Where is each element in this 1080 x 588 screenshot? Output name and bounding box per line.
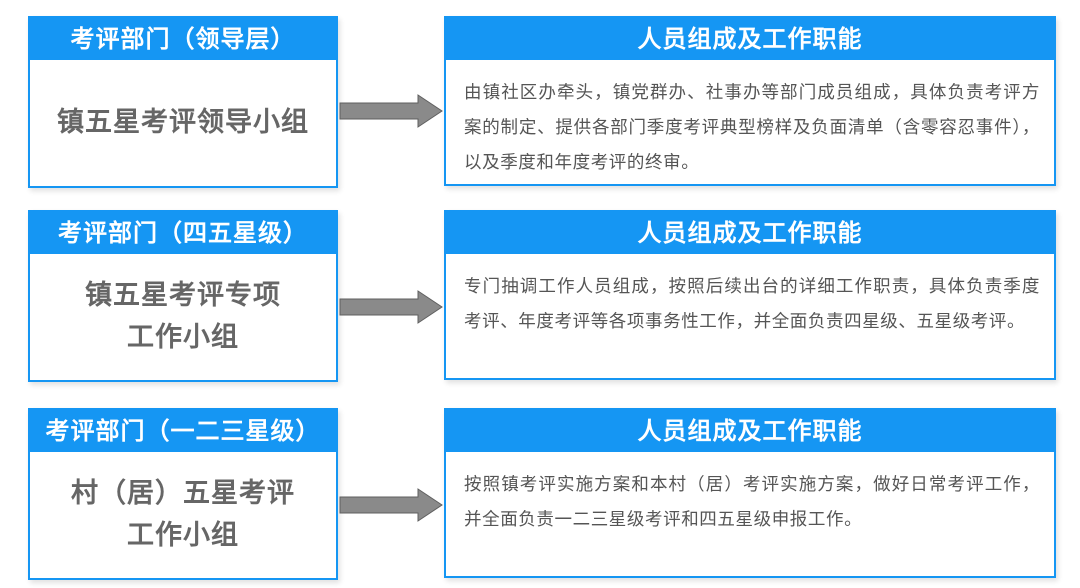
group-name: 镇五星考评专项 工作小组 xyxy=(85,280,281,353)
duty-box-one-two-three-star: 人员组成及工作职能 按照镇考评实施方案和本村（居）考评实施方案，做好日常考评工作… xyxy=(444,408,1056,578)
group-name-container: 镇五星考评专项 工作小组 xyxy=(30,254,336,380)
dept-label: 考评部门（一二三星级） xyxy=(30,410,336,452)
row-four-five-star: 考评部门（四五星级） 镇五星考评专项 工作小组 人员组成及工作职能 专门抽调工作… xyxy=(0,210,1080,390)
arrow-right-icon xyxy=(339,290,443,324)
duty-box-leadership: 人员组成及工作职能 由镇社区办牵头，镇党群办、社事办等部门成员组成，具体负责考评… xyxy=(444,16,1056,186)
dept-label: 考评部门（四五星级） xyxy=(30,212,336,254)
duty-title: 人员组成及工作职能 xyxy=(446,410,1054,452)
duty-text: 由镇社区办牵头，镇党群办、社事办等部门成员组成，具体负责考评方案的制定、提供各部… xyxy=(464,83,1040,173)
group-name-container: 镇五星考评领导小组 xyxy=(30,60,336,186)
duty-title: 人员组成及工作职能 xyxy=(446,212,1054,254)
dept-box-four-five-star: 考评部门（四五星级） 镇五星考评专项 工作小组 xyxy=(28,210,338,382)
group-name-container: 村（居）五星考评 工作小组 xyxy=(30,452,336,578)
group-name: 镇五星考评领导小组 xyxy=(57,107,309,138)
dept-box-one-two-three-star: 考评部门（一二三星级） 村（居）五星考评 工作小组 xyxy=(28,408,338,580)
duty-title: 人员组成及工作职能 xyxy=(446,18,1054,60)
duty-text: 专门抽调工作人员组成，按照后续出台的详细工作职责，具体负责季度考评、年度考评等各… xyxy=(464,277,1040,332)
dept-box-leadership: 考评部门（领导层） 镇五星考评领导小组 xyxy=(28,16,338,188)
duty-text: 按照镇考评实施方案和本村（居）考评实施方案，做好日常考评工作，并全面负责一二三星… xyxy=(464,475,1040,530)
row-one-two-three-star: 考评部门（一二三星级） 村（居）五星考评 工作小组 人员组成及工作职能 按照镇考… xyxy=(0,408,1080,588)
arrow-right-icon xyxy=(339,94,443,128)
group-name: 村（居）五星考评 工作小组 xyxy=(71,478,295,551)
arrow-right-icon xyxy=(339,488,443,522)
dept-label: 考评部门（领导层） xyxy=(30,18,336,60)
row-leadership: 考评部门（领导层） 镇五星考评领导小组 人员组成及工作职能 由镇社区办牵头，镇党… xyxy=(0,16,1080,196)
duty-box-four-five-star: 人员组成及工作职能 专门抽调工作人员组成，按照后续出台的详细工作职责，具体负责季… xyxy=(444,210,1056,380)
